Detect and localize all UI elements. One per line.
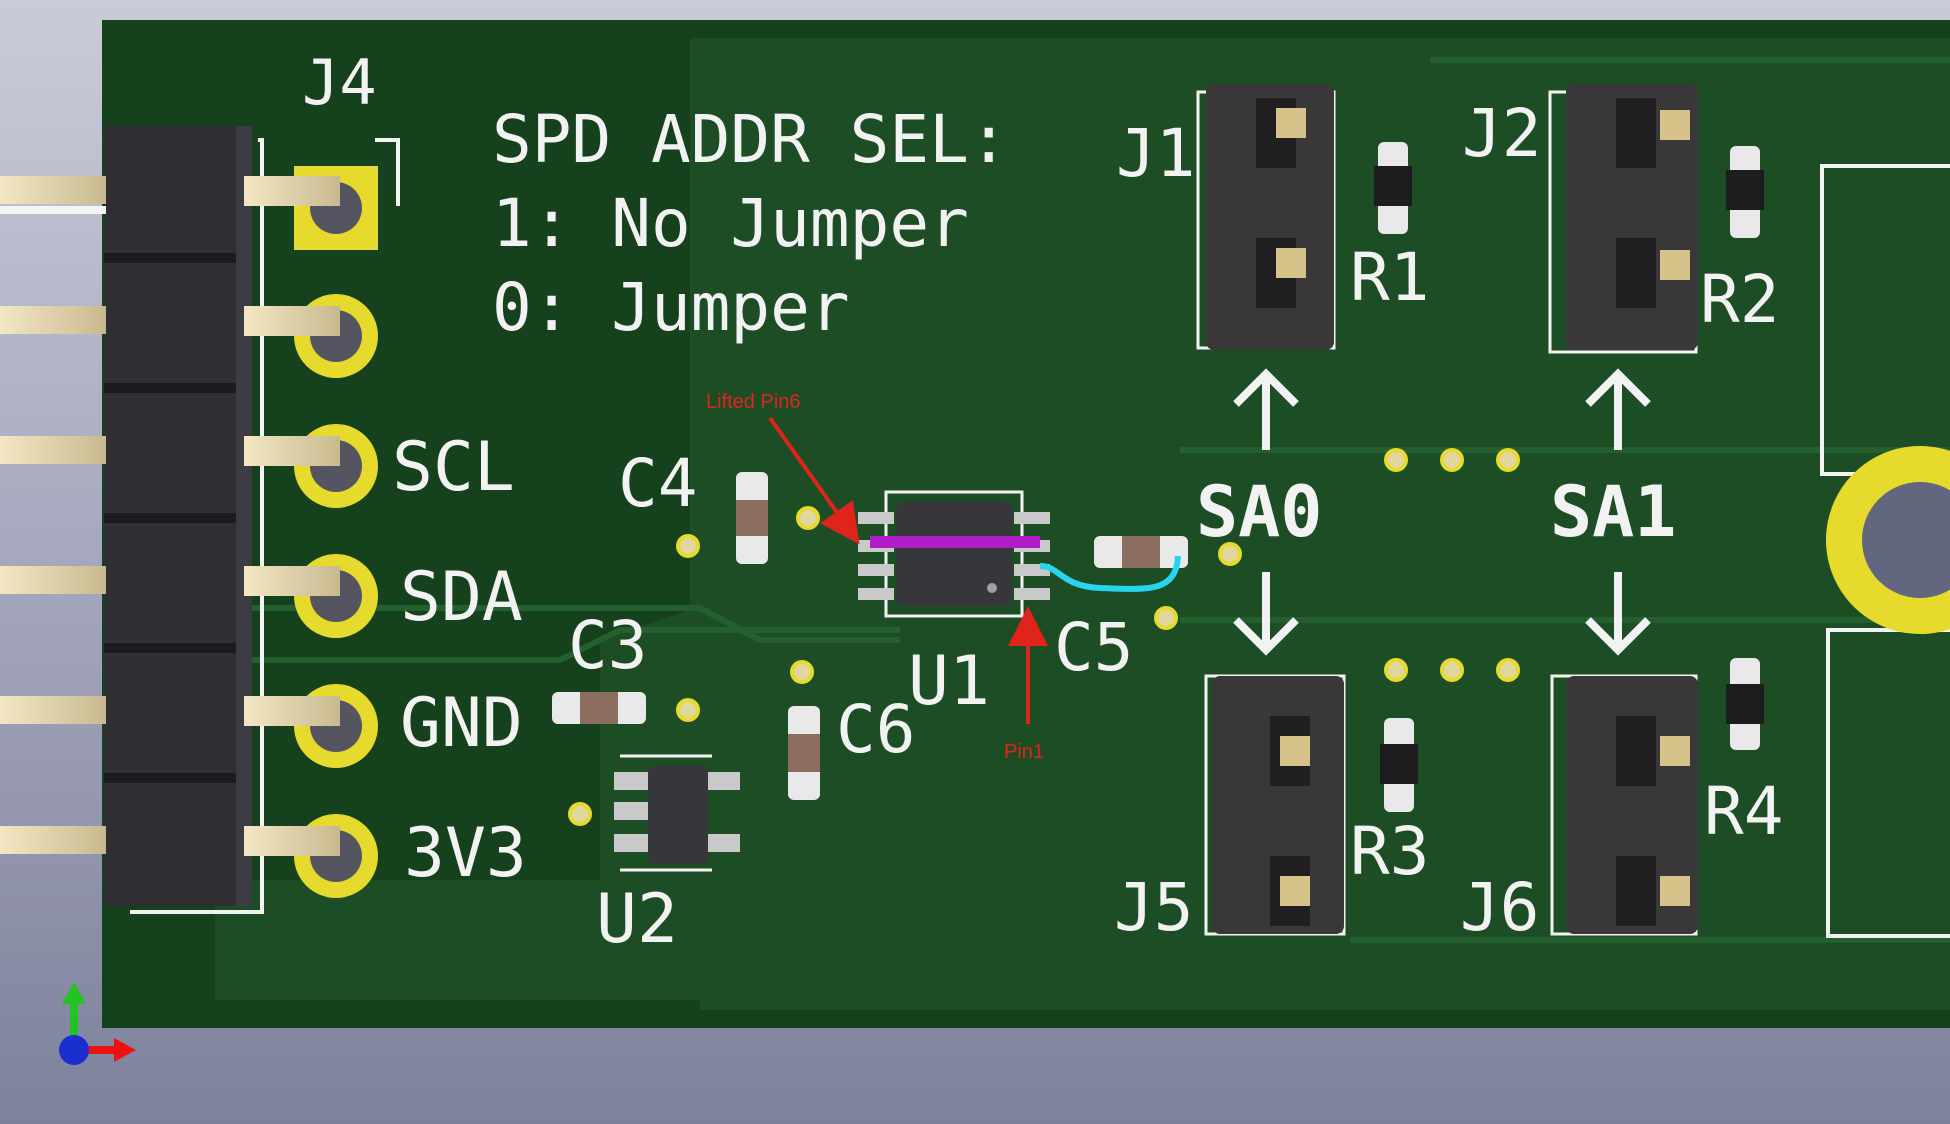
j2-ref: J2 xyxy=(1462,95,1541,172)
u1-ref: U1 xyxy=(908,642,990,721)
pin-label-3v3: 3V3 xyxy=(404,814,527,893)
sa0-label: SA0 xyxy=(1196,471,1322,553)
c4-ref: C4 xyxy=(618,445,697,522)
annotation-lifted-pin: Lifted Pin6 xyxy=(706,391,860,545)
sa1-label: SA1 xyxy=(1550,471,1676,553)
axis-gizmo-icon xyxy=(59,982,136,1065)
c5-ref: C5 xyxy=(1054,609,1133,686)
lifted-pin-marker xyxy=(870,536,1040,548)
j1-ref: J1 xyxy=(1116,115,1195,192)
jumper-j2 xyxy=(1548,84,1698,354)
resistor-r2 xyxy=(1726,146,1764,238)
u2-ref: U2 xyxy=(596,880,678,959)
c6-ref: C6 xyxy=(836,691,915,768)
header-j4 xyxy=(0,126,400,914)
r4-ref: R4 xyxy=(1704,773,1783,850)
title-line-2: 1: No Jumper xyxy=(492,185,969,262)
annotation-pin1: Pin1 xyxy=(1004,606,1048,763)
r3-ref: R3 xyxy=(1350,813,1429,890)
resistor-r4 xyxy=(1726,658,1764,750)
cap-c3 xyxy=(552,692,646,724)
ic-u2 xyxy=(614,754,740,872)
cap-c5 xyxy=(1094,536,1188,568)
addr-arrows xyxy=(1233,368,1651,656)
c3-ref: C3 xyxy=(568,607,647,684)
cap-c6 xyxy=(788,706,820,800)
pin-label-gnd: GND xyxy=(400,684,523,763)
ground-pour xyxy=(215,38,1950,1010)
r2-ref: R2 xyxy=(1700,261,1779,338)
bodge-wire xyxy=(1039,555,1181,592)
traces xyxy=(230,57,1950,943)
jumper-j6 xyxy=(1550,674,1698,936)
header-pins xyxy=(0,176,106,854)
svg-text:Pin1: Pin1 xyxy=(1004,741,1044,763)
resistor-r3 xyxy=(1380,718,1418,812)
jumper-j5 xyxy=(1204,674,1346,936)
j6-ref: J6 xyxy=(1460,869,1539,946)
title-line-1: SPD ADDR SEL: xyxy=(492,101,1009,178)
pin-label-scl: SCL xyxy=(392,428,515,507)
ic-u1 xyxy=(858,490,1181,618)
j5-ref: J5 xyxy=(1114,869,1193,946)
vias xyxy=(568,448,1520,826)
j4-ref: J4 xyxy=(302,46,377,119)
resistor-r1 xyxy=(1374,142,1412,234)
cap-c4 xyxy=(736,472,768,564)
svg-text:Lifted Pin6: Lifted Pin6 xyxy=(706,391,801,413)
title-line-3: 0: Jumper xyxy=(492,269,850,346)
right-edge-parts xyxy=(1820,164,1950,938)
pin-label-sda: SDA xyxy=(400,558,523,637)
r1-ref: R1 xyxy=(1350,239,1429,316)
jumper-j1 xyxy=(1196,84,1336,350)
